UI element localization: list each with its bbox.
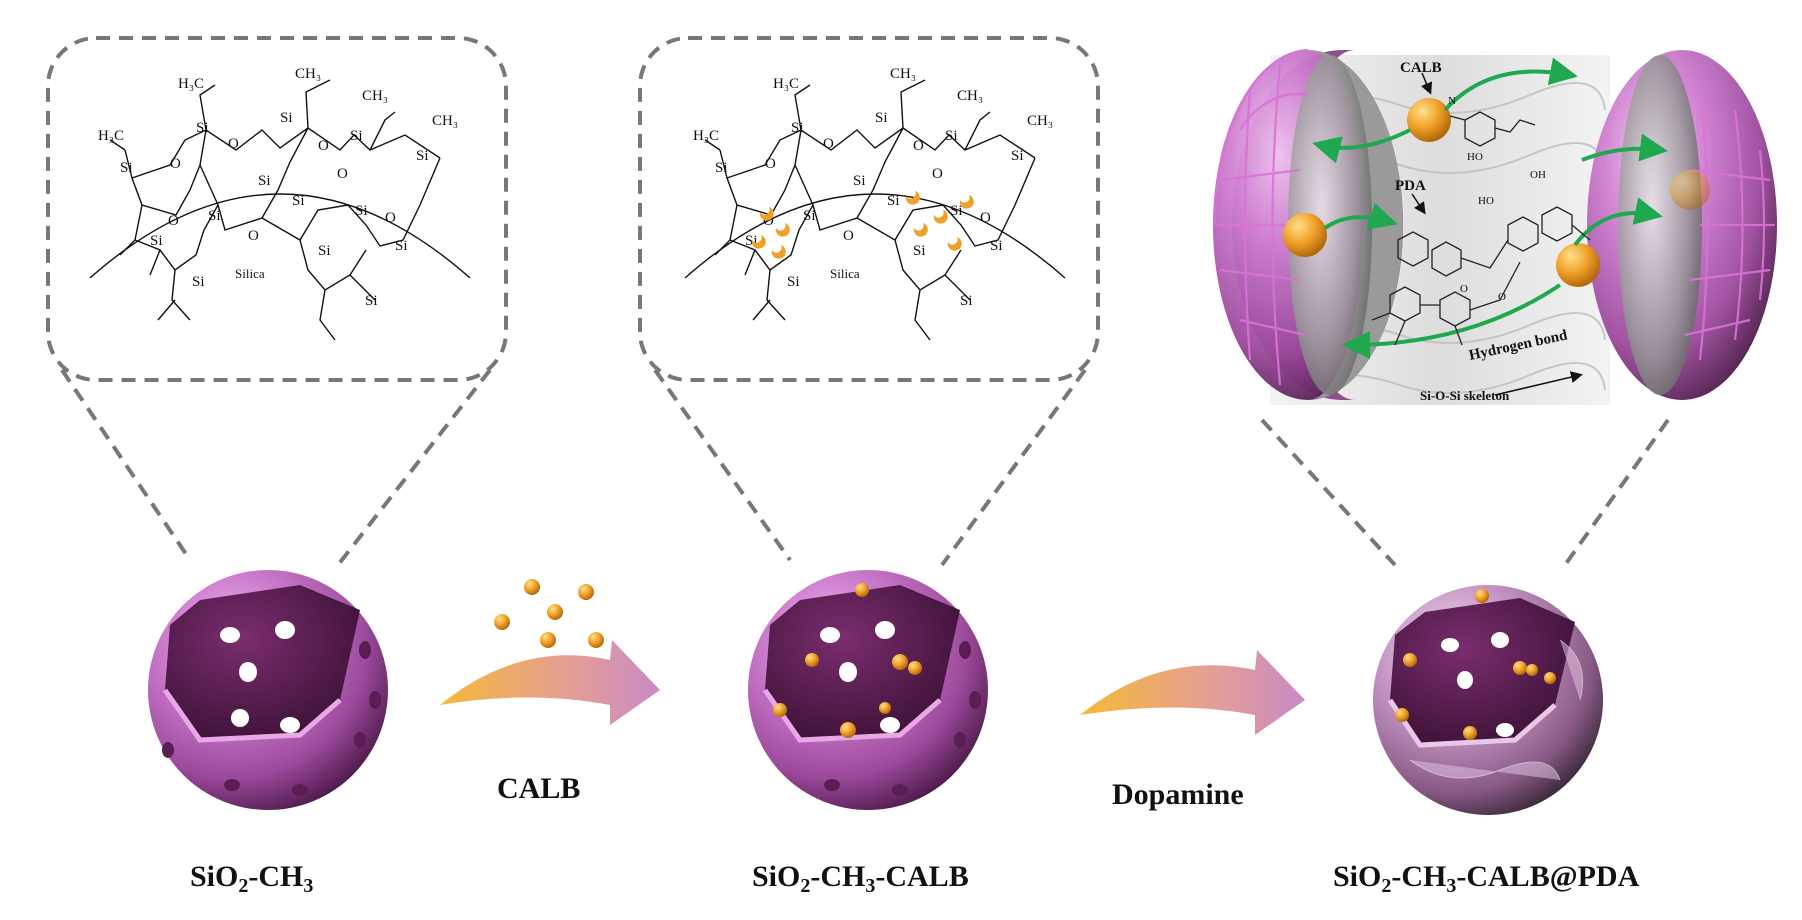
svg-text:PDA: PDA xyxy=(1395,178,1426,194)
svg-text:Si: Si xyxy=(960,293,973,309)
particle-3-label: SiO2-CH3-CALB@PDA xyxy=(1333,860,1640,897)
svg-text:O: O xyxy=(823,136,834,152)
svg-text:Si: Si xyxy=(395,238,408,254)
zoom-box-1 xyxy=(46,36,508,567)
arrow-2-label: Dopamine xyxy=(1112,778,1244,811)
svg-text:Si: Si xyxy=(365,293,378,309)
svg-text:Si: Si xyxy=(280,110,293,126)
svg-text:Si: Si xyxy=(853,173,866,189)
particle-sio2-ch3-calb-pda xyxy=(1373,585,1603,815)
svg-text:Si: Si xyxy=(913,243,926,259)
svg-text:Si: Si xyxy=(318,243,331,259)
svg-text:H₃C: H₃C xyxy=(693,128,719,144)
svg-text:CH₃: CH₃ xyxy=(362,88,388,104)
svg-text:Si: Si xyxy=(791,120,804,136)
svg-text:O: O xyxy=(843,228,854,244)
svg-text:O: O xyxy=(763,213,774,229)
svg-text:CH₃: CH₃ xyxy=(890,66,916,82)
zoom-cross-section xyxy=(1213,48,1777,405)
svg-text:Si: Si xyxy=(945,128,958,144)
calb-crescents-panel-2 xyxy=(751,191,974,259)
zoom-box-2 xyxy=(638,36,1100,567)
svg-text:O: O xyxy=(980,210,991,226)
structure-panel-1 xyxy=(89,79,471,341)
svg-text:O: O xyxy=(318,138,329,154)
svg-text:Si: Si xyxy=(787,274,800,290)
svg-text:CALB: CALB xyxy=(1400,60,1442,76)
svg-text:O: O xyxy=(913,138,924,154)
svg-text:O: O xyxy=(932,166,943,182)
reaction-arrow-1 xyxy=(440,640,660,725)
structure-panel-2-labels: H₃C CH₃ CH₃ H₃C CH₃ Si Si Si Si Si Si Si… xyxy=(693,66,1053,309)
svg-text:CH₃: CH₃ xyxy=(1027,113,1053,129)
svg-text:O: O xyxy=(1498,291,1506,303)
svg-text:O: O xyxy=(170,156,181,172)
svg-text:Si: Si xyxy=(715,160,728,176)
svg-text:Si: Si xyxy=(208,208,221,224)
svg-text:Si: Si xyxy=(416,148,429,164)
svg-text:H₃C: H₃C xyxy=(773,76,799,92)
reaction-arrow-2 xyxy=(1080,650,1305,735)
svg-text:Si: Si xyxy=(355,203,368,219)
svg-text:Si: Si xyxy=(120,160,133,176)
svg-text:Si: Si xyxy=(990,238,1003,254)
svg-text:CH₃: CH₃ xyxy=(295,66,321,82)
svg-text:O: O xyxy=(168,213,179,229)
svg-text:Si: Si xyxy=(803,208,816,224)
arrow-1-label: CALB xyxy=(497,772,581,805)
svg-text:Si: Si xyxy=(192,274,205,290)
svg-text:CH₃: CH₃ xyxy=(957,88,983,104)
svg-text:O: O xyxy=(248,228,259,244)
svg-text:Si: Si xyxy=(150,233,163,249)
svg-text:Si: Si xyxy=(887,193,900,209)
svg-text:Si: Si xyxy=(350,128,363,144)
svg-text:Si: Si xyxy=(875,110,888,126)
svg-text:Si-O-Si skeleton: Si-O-Si skeleton xyxy=(1420,388,1510,403)
svg-text:Si: Si xyxy=(950,203,963,219)
svg-text:Si: Si xyxy=(258,173,271,189)
svg-text:Silica: Silica xyxy=(830,266,860,281)
svg-text:O: O xyxy=(765,156,776,172)
calb-floating-balls xyxy=(494,579,604,648)
svg-text:N: N xyxy=(1448,95,1456,107)
svg-text:O: O xyxy=(385,210,396,226)
svg-text:H₃C: H₃C xyxy=(178,76,204,92)
zoom-guide-3 xyxy=(1260,418,1670,567)
svg-text:O: O xyxy=(1460,283,1468,295)
svg-text:OH: OH xyxy=(1530,169,1546,181)
particle-2-label: SiO2-CH3-CALB xyxy=(752,860,969,897)
structure-panel-1-labels: H₃C CH₃ CH₃ H₃C CH₃ Si Si Si Si Si Si Si… xyxy=(98,66,458,309)
svg-text:O: O xyxy=(337,166,348,182)
svg-text:Si: Si xyxy=(292,193,305,209)
svg-text:Si: Si xyxy=(196,120,209,136)
svg-text:HO: HO xyxy=(1478,195,1494,207)
svg-text:HO: HO xyxy=(1467,151,1483,163)
svg-text:Silica: Silica xyxy=(235,266,265,281)
svg-text:CH₃: CH₃ xyxy=(432,113,458,129)
svg-text:H₃C: H₃C xyxy=(98,128,124,144)
particle-sio2-ch3 xyxy=(148,570,388,810)
svg-text:Si: Si xyxy=(1011,148,1024,164)
svg-text:O: O xyxy=(228,136,239,152)
particle-1-label: SiO2-CH3 xyxy=(190,860,314,897)
particle-sio2-ch3-calb xyxy=(748,570,988,810)
